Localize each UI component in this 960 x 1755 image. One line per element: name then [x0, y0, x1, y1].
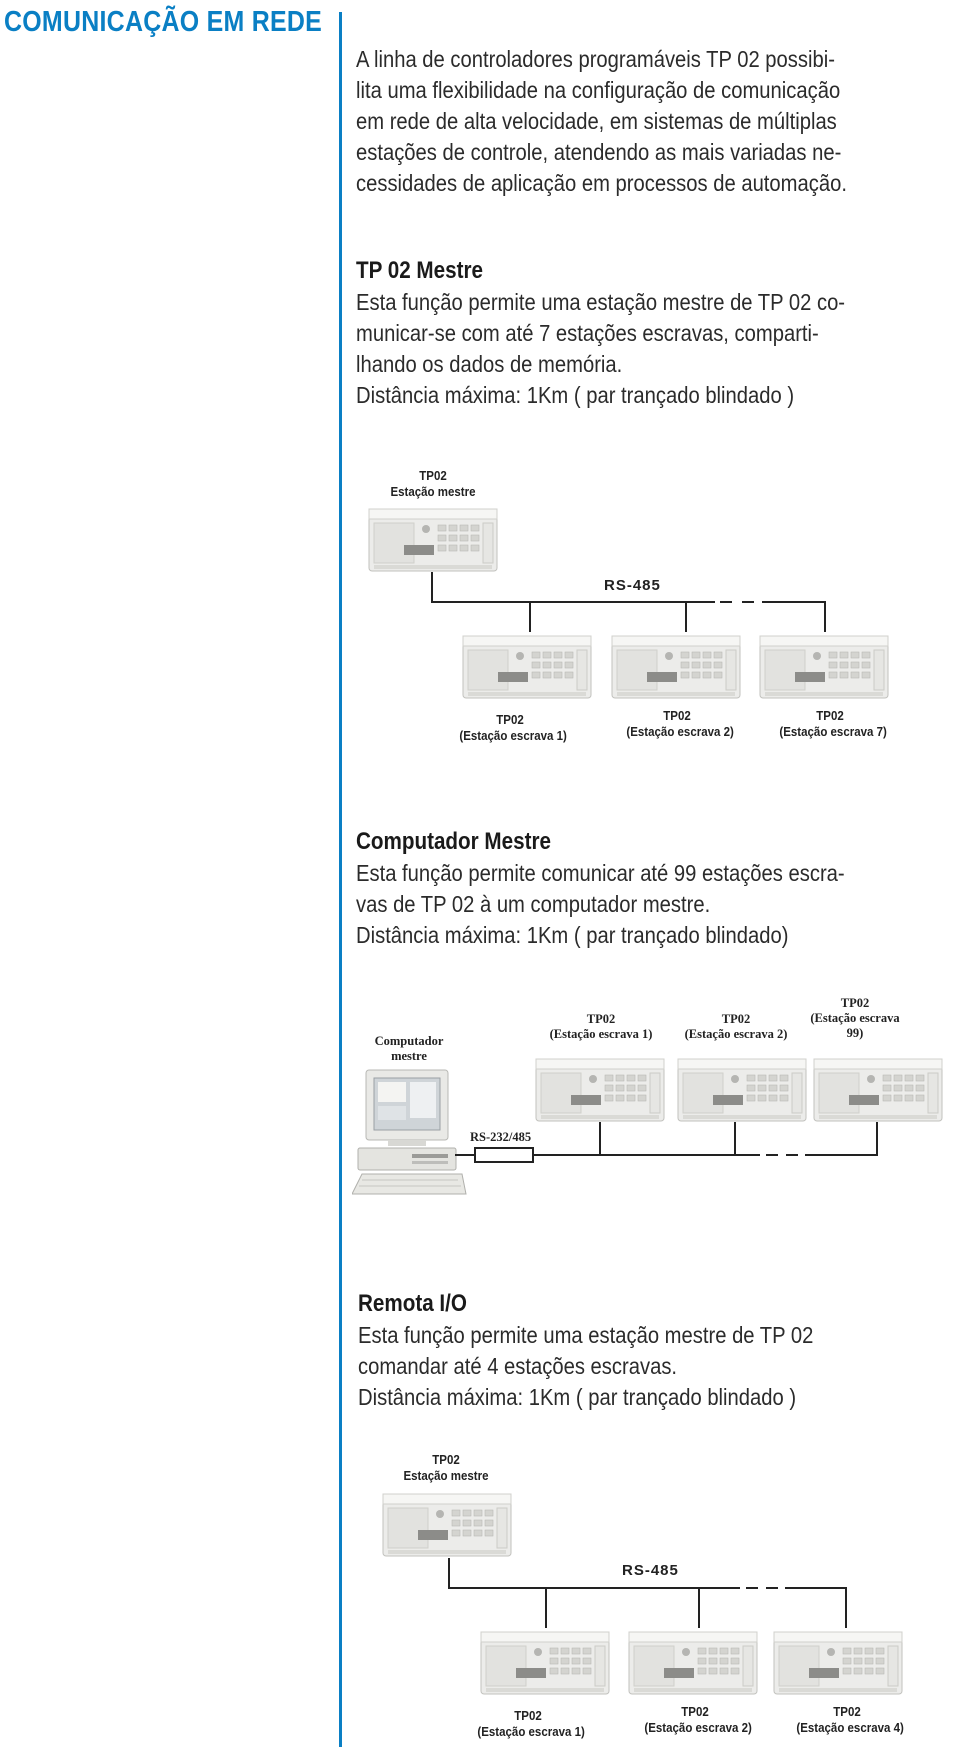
master-label: TP02 Estação mestre [395, 1452, 496, 1484]
section-line: Esta função permite uma estação mestre d… [356, 289, 846, 315]
slave-label: TP02 (Estação escrava 2) [644, 1704, 752, 1736]
plc-controller-icon [813, 1055, 943, 1123]
slave-label-role: 99) [846, 1026, 864, 1040]
slave-label-model: TP02 [663, 709, 691, 723]
computer-label-line: Computador [374, 1034, 444, 1048]
section-remota-io: Remota I/O Esta função permite uma estaç… [358, 1290, 887, 1413]
section-line: Distância máxima: 1Km ( par trançado bli… [356, 922, 789, 948]
page-title: COMUNICAÇÃO EM REDE [4, 6, 323, 38]
bus-label: RS-232/485 [470, 1130, 532, 1144]
slave-label-role: (Estação escrava 2) [626, 725, 734, 739]
intro-line: estações de controle, atendendo as mais … [356, 139, 842, 165]
slave-label-role: (Estação escrava [810, 1011, 900, 1025]
section-line: Distância máxima: 1Km ( par trançado bli… [358, 1384, 797, 1410]
slave-label-model: TP02 [496, 713, 524, 727]
section-title: Computador Mestre [356, 828, 551, 855]
section-line: Esta função permite uma estação mestre d… [358, 1322, 814, 1348]
plc-controller-icon [368, 505, 498, 573]
bus-label: RS-485 [604, 577, 661, 594]
slave-label-role: (Estação escrava 7) [779, 725, 887, 739]
slave-label-model: TP02 [840, 996, 870, 1010]
slave-label: TP02 (Estação escrava 99) [800, 996, 910, 1041]
section-line: Distância máxima: 1Km ( par trançado bli… [356, 382, 795, 408]
plc-controller-icon [677, 1055, 807, 1123]
intro-line: em rede de alta velocidade, em sistemas … [356, 108, 837, 134]
section-title: Remota I/O [358, 1290, 467, 1317]
slave-label-model: TP02 [721, 1012, 751, 1026]
slave-label-role: (Estação escrava 4) [796, 1721, 904, 1735]
master-label-model: TP02 [432, 1453, 460, 1467]
slave-label-model: TP02 [586, 1012, 616, 1026]
slave-label-model: TP02 [514, 1709, 542, 1723]
slave-label: TP02 (Estação escrava 4) [796, 1704, 904, 1736]
master-label-role: Estação mestre [390, 485, 476, 499]
section-line: vas de TP 02 à um computador mestre. [356, 891, 711, 917]
plc-controller-icon [382, 1490, 512, 1558]
computer-label-line: mestre [391, 1049, 427, 1063]
section-line: municar-se com até 7 estações escravas, … [356, 320, 819, 346]
slave-label-model: TP02 [816, 709, 844, 723]
slave-label: TP02 (Estação escrava 1) [459, 712, 567, 744]
slave-label-role: (Estação escrava 2) [644, 1721, 752, 1735]
master-label-model: TP02 [419, 469, 447, 483]
section-computador-mestre: Computador Mestre Esta função permite co… [356, 828, 924, 951]
master-label: TP02 Estação mestre [382, 468, 483, 500]
master-label-role: Estação mestre [403, 1469, 489, 1483]
section-line: lhando os dados de memória. [356, 351, 623, 377]
plc-controller-icon [611, 632, 741, 700]
bus-label: RS-485 [622, 1562, 679, 1579]
section-tp02-mestre: TP 02 Mestre Esta função permite uma est… [356, 257, 925, 411]
section-line: Esta função permite comunicar até 99 est… [356, 860, 845, 886]
slave-label: TP02 (Estação escrava 7) [779, 708, 887, 740]
slave-label-role: (Estação escrava 2) [684, 1027, 788, 1041]
plc-controller-icon [535, 1055, 665, 1123]
slave-label-role: (Estação escrava 1) [477, 1725, 585, 1739]
slave-label: TP02 (Estação escrava 2) [676, 1012, 796, 1042]
section-line: comandar até 4 estações escravas. [358, 1353, 678, 1379]
intro-paragraph: A linha de controladores programáveis TP… [356, 44, 927, 199]
vertical-divider [339, 12, 342, 1747]
slave-label: TP02 (Estação escrava 1) [477, 1708, 585, 1740]
slave-label-model: TP02 [681, 1705, 709, 1719]
plc-controller-icon [628, 1628, 758, 1696]
desktop-computer-icon [352, 1069, 467, 1195]
slave-label-role: (Estação escrava 1) [459, 729, 567, 743]
slave-label-role: (Estação escrava 1) [549, 1027, 653, 1041]
plc-controller-icon [759, 632, 889, 700]
intro-line: lita uma flexibilidade na configuração d… [356, 77, 841, 103]
plc-controller-icon [462, 632, 592, 700]
intro-line: cessidades de aplicação em processos de … [356, 170, 847, 196]
slave-label: TP02 (Estação escrava 1) [541, 1012, 661, 1042]
slave-label: TP02 (Estação escrava 2) [626, 708, 734, 740]
computer-label: Computador mestre [354, 1034, 464, 1064]
slave-label-model: TP02 [833, 1705, 861, 1719]
plc-controller-icon [773, 1628, 903, 1696]
intro-line: A linha de controladores programáveis TP… [356, 46, 835, 72]
plc-controller-icon [480, 1628, 610, 1696]
section-title: TP 02 Mestre [356, 257, 483, 284]
